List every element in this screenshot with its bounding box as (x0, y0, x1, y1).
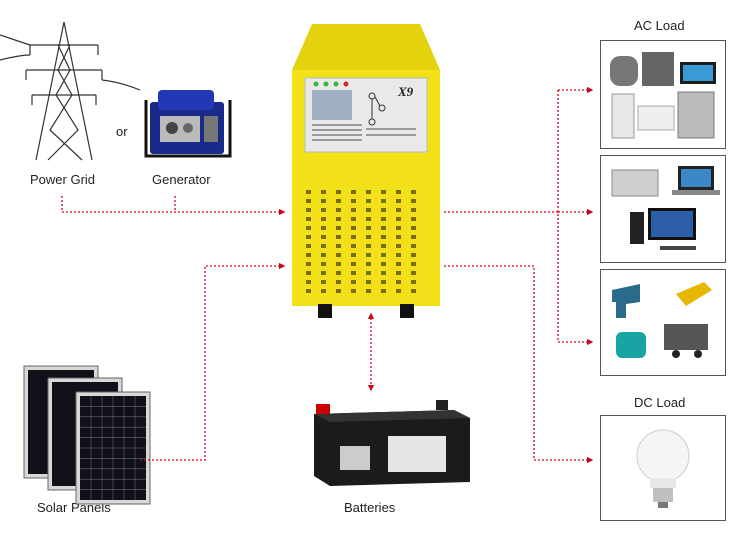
generator-icon (144, 90, 232, 158)
inverter-unit: X9 (292, 24, 440, 318)
battery-icon (314, 400, 470, 486)
solar-panels-icon (23, 365, 151, 505)
inverter-to-dc-arrow (444, 265, 594, 464)
solar-to-inverter-arrow (140, 262, 286, 461)
appliances-icon (610, 52, 716, 139)
generator-label: Generator (152, 172, 211, 187)
ac-load-title: AC Load (634, 18, 685, 33)
power-grid-tower-icon (0, 21, 141, 161)
or-label: or (116, 124, 128, 139)
dc-load-title: DC Load (634, 395, 686, 410)
light-bulb-icon (636, 429, 690, 508)
connection-arrows (61, 86, 594, 464)
batteries-label: Batteries (344, 500, 396, 515)
power-grid-label: Power Grid (30, 172, 96, 187)
office-equipment-icon (611, 166, 720, 250)
grid-to-inverter-arrow (61, 196, 286, 216)
power-tools-icon (612, 282, 712, 358)
inverter-model: X9 (397, 84, 414, 99)
inverter-vent-grid (306, 190, 416, 293)
